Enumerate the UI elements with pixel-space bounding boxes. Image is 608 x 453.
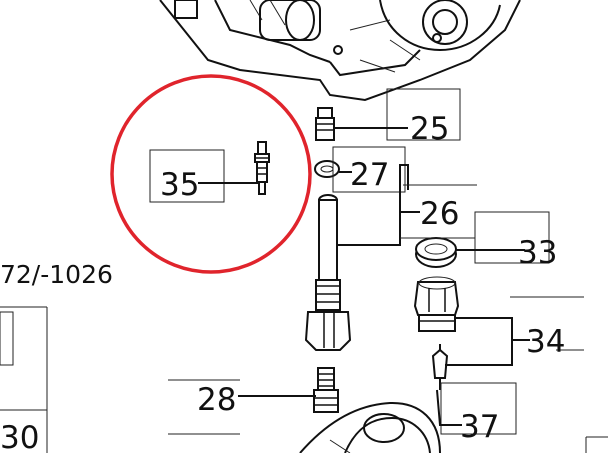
- callout-27: 27: [350, 157, 389, 193]
- label-box-27: [332, 146, 406, 193]
- part-27-o-ring: [314, 160, 340, 178]
- callout-35: 35: [160, 167, 199, 203]
- highlight-circle: [110, 74, 312, 274]
- callout-26: 26: [420, 196, 459, 232]
- part-28-pilot-jet: [313, 367, 339, 413]
- label-box-25: [386, 88, 461, 141]
- callout-33: 33: [518, 235, 557, 271]
- part-33-washer: [415, 237, 457, 268]
- label-box-37: [440, 382, 517, 435]
- part-34-valve-seat: [413, 276, 460, 332]
- left-table-fragment: [0, 306, 48, 453]
- part-26-needle-jet: [304, 194, 352, 351]
- callout-28: 28: [197, 382, 236, 418]
- part-34-float-needle: [431, 344, 449, 390]
- carburetor-body: [159, 0, 521, 102]
- callout-37: 37: [460, 409, 499, 445]
- float-bowl: [299, 401, 441, 453]
- side-reference-number: 72/-1026: [0, 260, 113, 289]
- part-25-jet: [315, 107, 335, 141]
- part-35-jet: [254, 141, 270, 195]
- callout-30: 30: [0, 420, 39, 453]
- callout-34: 34: [526, 324, 565, 360]
- label-box-35: [149, 149, 225, 203]
- callout-25: 25: [410, 111, 449, 147]
